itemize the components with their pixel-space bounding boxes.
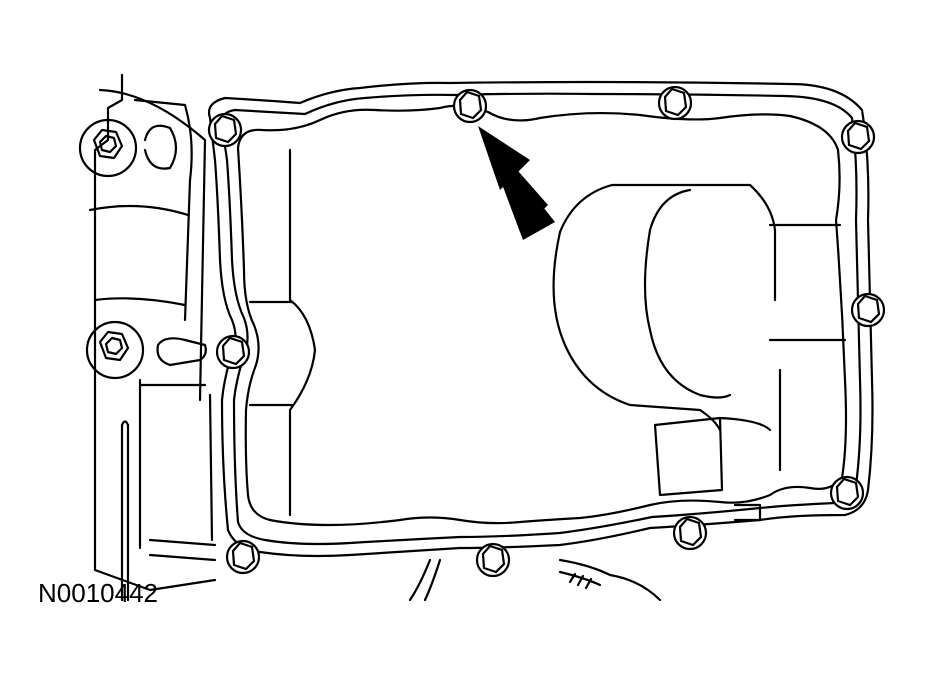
pan-bolt: [452, 88, 488, 124]
pan-bolt: [840, 119, 876, 155]
oil-pan: [207, 80, 874, 558]
block-bolt-lower: [85, 320, 145, 380]
engine-block: [88, 73, 217, 602]
pan-bolt: [475, 542, 511, 578]
pan-bolt: [850, 292, 886, 328]
arrow-pointer: [478, 126, 555, 240]
pan-bolt: [657, 85, 693, 121]
block-bolt-upper: [78, 118, 138, 178]
pan-bolt: [215, 334, 251, 370]
pan-bolt: [207, 112, 243, 148]
figure-id-label: N0010442: [38, 578, 158, 608]
pan-bolts: [207, 85, 886, 578]
lower-pipes: [408, 503, 762, 602]
pan-bolt: [672, 515, 708, 551]
pan-bolt: [829, 475, 865, 511]
pan-bolt: [225, 539, 261, 575]
